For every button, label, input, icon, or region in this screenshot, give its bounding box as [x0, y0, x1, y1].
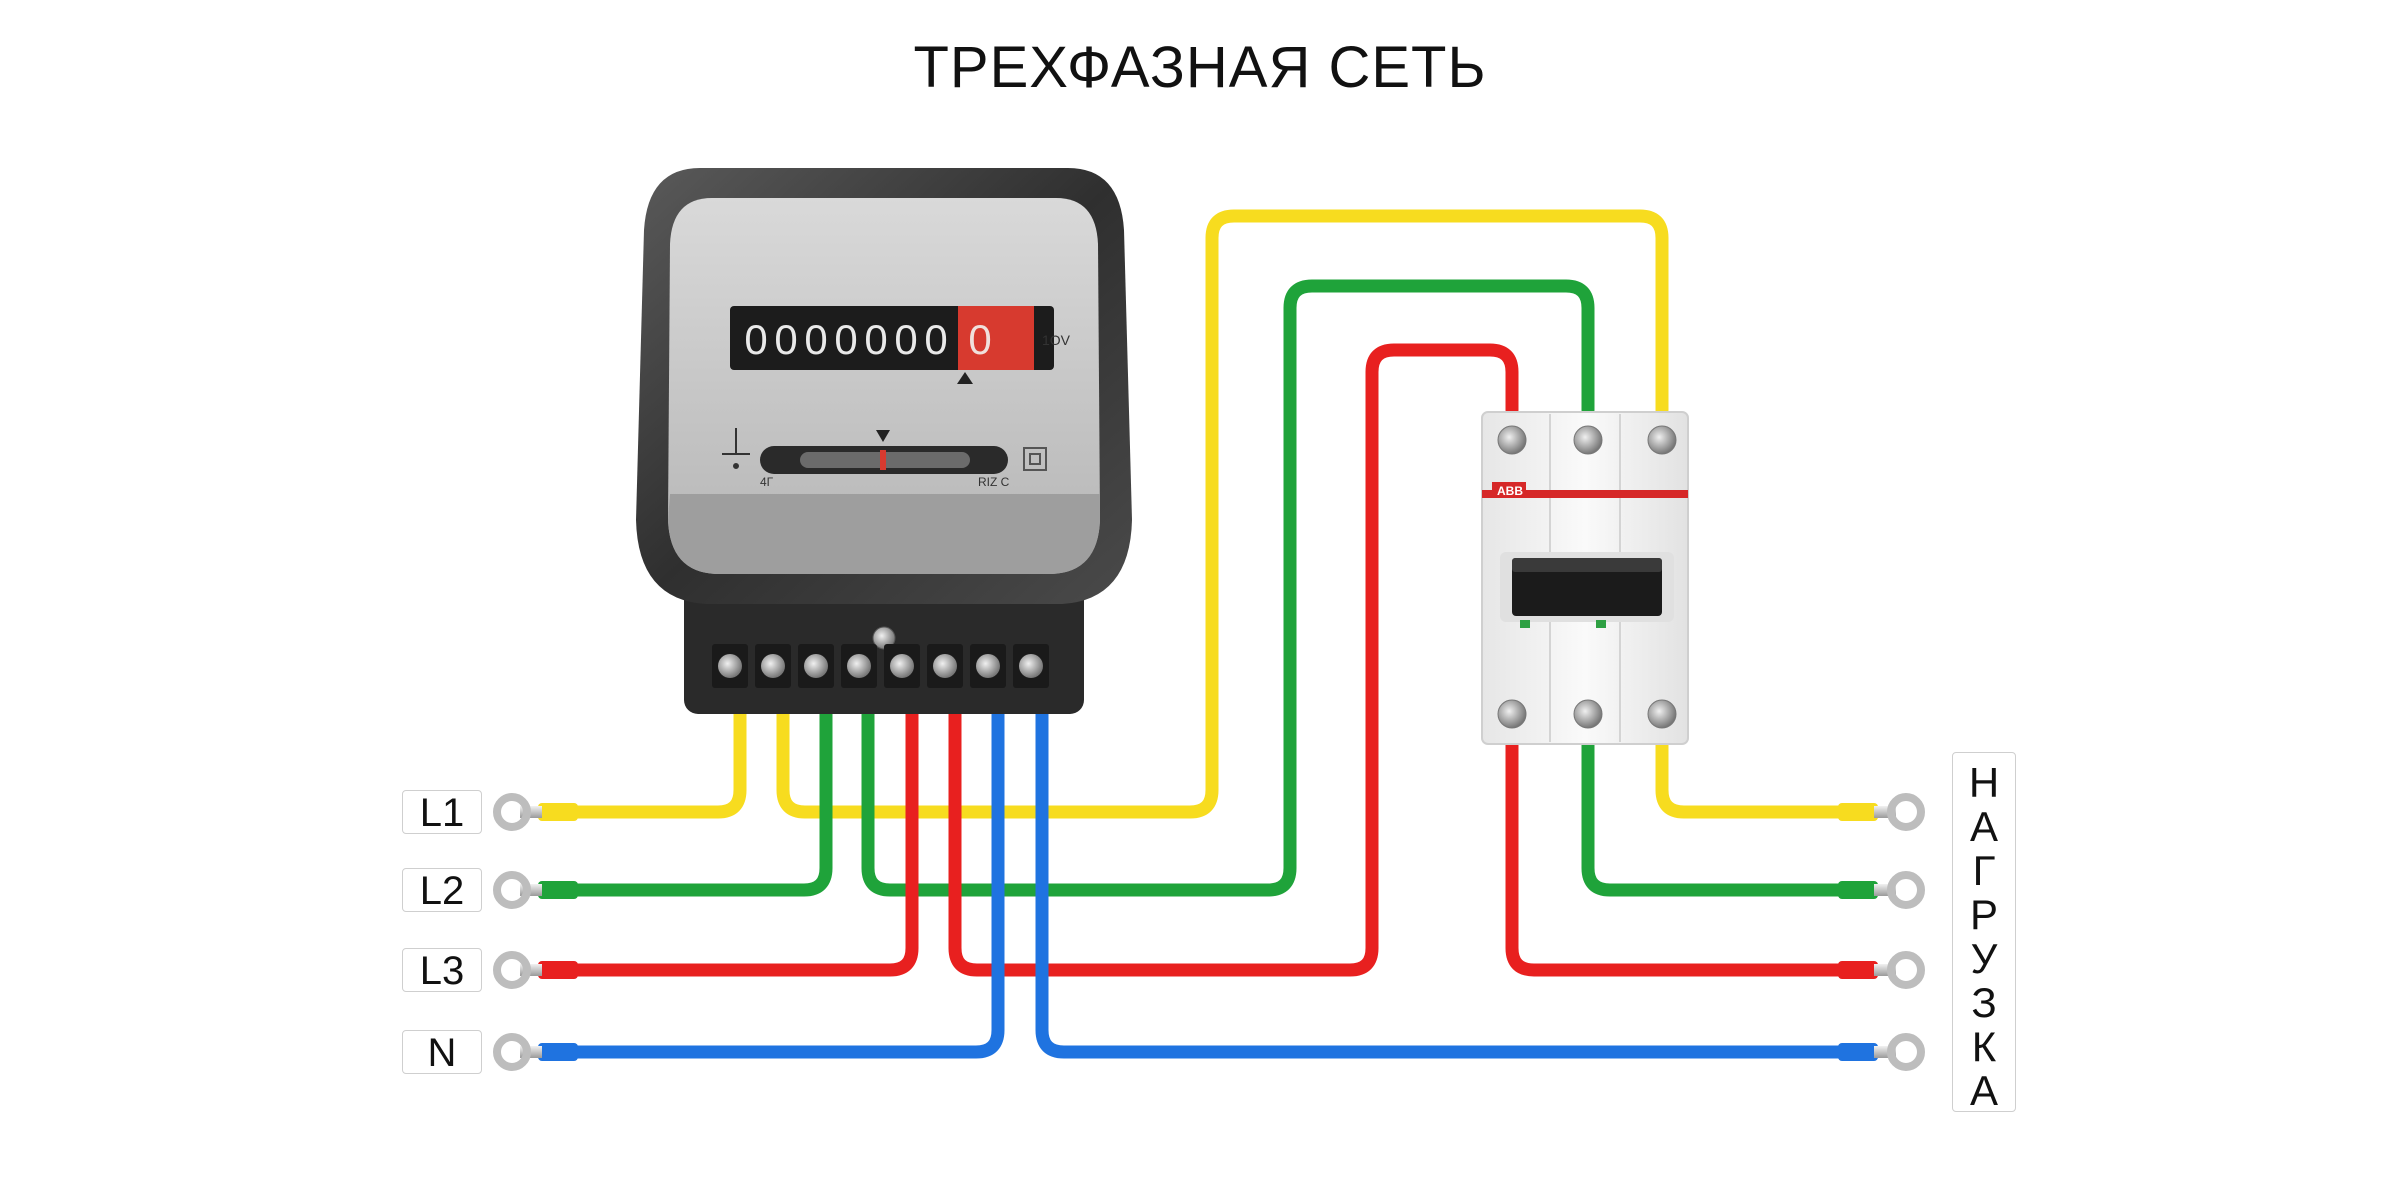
load-letter: А	[1969, 803, 1998, 850]
wire-l2-to-breaker	[861, 279, 1595, 897]
terminal-screw	[1019, 654, 1043, 678]
wire-l1-input	[553, 693, 747, 819]
lug-l3-input	[493, 951, 578, 989]
terminal-screw	[718, 654, 742, 678]
breaker-screw	[1497, 425, 1527, 455]
diagram-title: ТРЕХФАЗНАЯ СЕТЬ	[913, 35, 1487, 100]
lug-l3-output	[1838, 951, 1925, 989]
counter-digit: 0	[774, 316, 797, 363]
lug-l1-input	[493, 793, 578, 831]
counter-digit: 0	[894, 316, 917, 363]
load-letter: Н	[1968, 759, 2000, 806]
breaker-brand: ABB	[1497, 484, 1523, 498]
wire-l1-output	[1655, 733, 1857, 819]
meter-terminals	[712, 644, 1049, 688]
input-label-l1: L1	[402, 790, 482, 835]
terminal-screw	[847, 654, 871, 678]
breaker-lever[interactable]	[1512, 558, 1662, 616]
breaker-indicator	[1596, 620, 1606, 628]
ground-icon	[722, 428, 750, 469]
meter-glass	[668, 198, 1100, 574]
counter-digit: 0	[864, 316, 887, 363]
circuit-breaker: ABB	[1481, 411, 1689, 745]
load-letter: Г	[1972, 847, 1996, 894]
terminal-screw	[761, 654, 785, 678]
terminal-screw	[890, 654, 914, 678]
lug-l2-output	[1838, 871, 1925, 909]
wire-l3-to-breaker	[948, 343, 1519, 977]
load-letter: З	[1971, 979, 1997, 1026]
wire-l3-output	[1505, 733, 1857, 977]
counter-digit: 0	[804, 316, 827, 363]
meter-side-label: 1ОV	[1042, 332, 1071, 348]
lug-l2-input	[493, 871, 578, 909]
rotor-mark	[880, 450, 886, 470]
rotor-marker-icon	[876, 430, 890, 442]
electricity-meter: 0 0 0 0 0 0 0 0 1ОV 4Г	[636, 168, 1132, 714]
load-label: Н А Г Р У З К А	[1952, 752, 2016, 1114]
counter-red-window	[958, 306, 1034, 370]
lug-n-output	[1838, 1033, 1925, 1071]
wire-l3-input	[553, 693, 919, 977]
wire-l2-input	[553, 693, 833, 897]
breaker-screw	[1647, 425, 1677, 455]
load-letter: Р	[1969, 891, 1998, 938]
meter-left-small: 4Г	[760, 475, 774, 489]
wire-n-input	[553, 693, 1005, 1059]
input-label-l3: L3	[402, 948, 482, 993]
terminal-screw	[804, 654, 828, 678]
counter-last-digit: 0	[968, 316, 991, 363]
terminal-screw	[933, 654, 957, 678]
breaker-screw	[1573, 425, 1603, 455]
counter-marker-icon	[957, 372, 973, 384]
breaker-screw	[1647, 699, 1677, 729]
breaker-screw	[1497, 699, 1527, 729]
double-insulation-icon	[1023, 447, 1047, 471]
wire-n-to-load	[1035, 693, 1857, 1059]
counter-digit: 0	[834, 316, 857, 363]
counter-digit: 0	[924, 316, 947, 363]
output-lugs	[1838, 793, 1925, 1071]
breaker-screw	[1573, 699, 1603, 729]
meter-right-small: RIZ C	[978, 475, 1010, 489]
load-letter: К	[1971, 1023, 1997, 1070]
breaker-red-band	[1482, 490, 1688, 498]
load-letter: А	[1969, 1067, 1998, 1114]
lug-n-input	[493, 1033, 578, 1071]
input-label-n: N	[402, 1030, 482, 1075]
input-lugs	[493, 793, 578, 1071]
input-label-l2: L2	[402, 868, 482, 913]
counter-digit: 0	[744, 316, 767, 363]
load-letter: У	[1970, 935, 1998, 982]
lug-l1-output	[1838, 793, 1925, 831]
terminal-screw	[976, 654, 1000, 678]
wire-l2-output	[1581, 733, 1857, 897]
wire-l1-to-breaker	[776, 209, 1669, 819]
breaker-indicator	[1520, 620, 1530, 628]
